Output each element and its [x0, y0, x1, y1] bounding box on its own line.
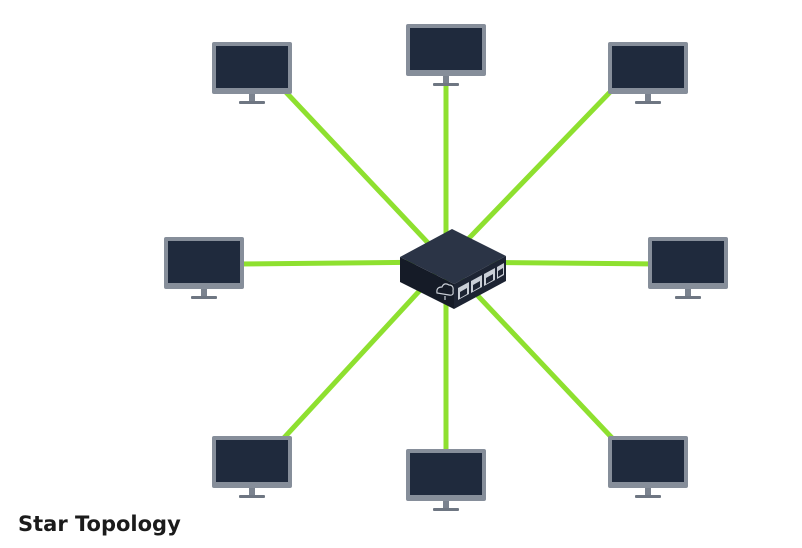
computer-monitor-icon	[164, 237, 244, 299]
computer-monitor-icon	[406, 449, 486, 511]
page-title: Star Topology	[18, 512, 181, 536]
computer-monitor-icon	[608, 42, 688, 104]
computer-monitor-icon	[406, 24, 486, 86]
computer-monitor-icon	[212, 42, 292, 104]
link-top-right	[444, 86, 616, 264]
link-bottom-left	[280, 260, 448, 442]
link-top-left	[280, 86, 448, 264]
computer-monitor-icon	[212, 436, 292, 498]
computer-monitor-icon	[608, 436, 688, 498]
cloud-icon	[436, 283, 454, 300]
network-switch-icon	[400, 229, 506, 309]
computer-monitor-icon	[648, 237, 728, 299]
switch-ports	[458, 263, 504, 300]
